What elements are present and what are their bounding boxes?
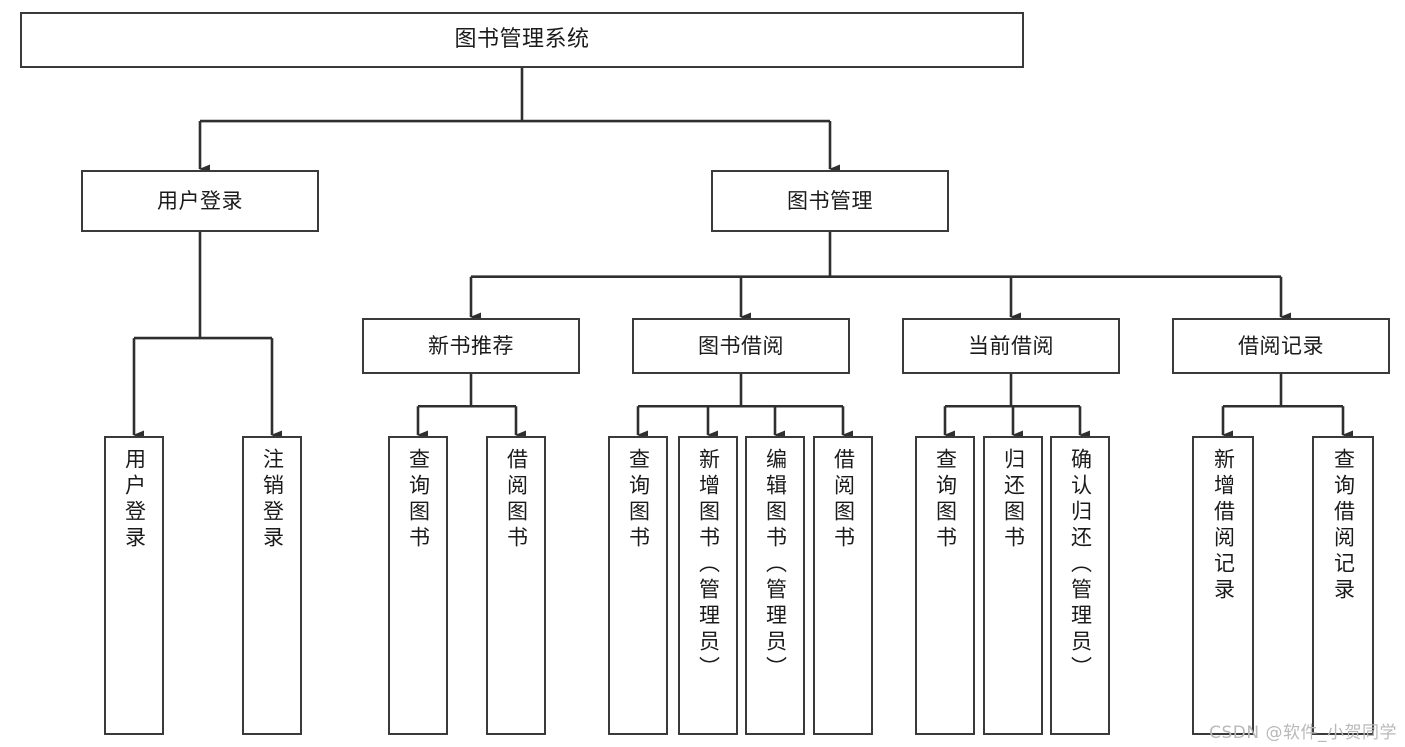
node-user-login-label: 用户登录 <box>157 188 243 213</box>
node-leaf-borrow-book-b-label: 借阅图书 <box>831 448 856 552</box>
node-book-borrowing-label: 图书借阅 <box>698 333 784 358</box>
node-borrowing-record-label: 借阅记录 <box>1238 333 1324 358</box>
watermark: CSDN @软件_小贺同学 <box>1209 723 1397 743</box>
node-current-borrowing-label: 当前借阅 <box>968 333 1054 358</box>
node-leaf-query-book-a-label: 查询图书 <box>406 448 431 552</box>
node-leaf-add-borrow-record-label: 新增借阅记录 <box>1211 448 1236 604</box>
node-current-borrowing[interactable]: 当前借阅 <box>902 318 1120 374</box>
node-book-borrowing[interactable]: 图书借阅 <box>632 318 850 374</box>
node-leaf-query-book-b-label: 查询图书 <box>626 448 651 552</box>
node-leaf-borrow-book-b[interactable]: 借阅图书 <box>813 436 873 735</box>
node-root-label: 图书管理系统 <box>454 26 590 52</box>
node-leaf-borrow-book-a[interactable]: 借阅图书 <box>486 436 546 735</box>
node-new-book-recommendation[interactable]: 新书推荐 <box>362 318 580 374</box>
node-leaf-query-book-b[interactable]: 查询图书 <box>608 436 668 735</box>
node-leaf-user-login[interactable]: 用户登录 <box>104 436 164 735</box>
node-leaf-add-book-admin-label: 新增图书（管理员） <box>696 448 721 682</box>
node-leaf-borrow-book-a-label: 借阅图书 <box>504 448 529 552</box>
node-book-management[interactable]: 图书管理 <box>711 170 949 232</box>
node-leaf-return-book-label: 归还图书 <box>1001 448 1026 552</box>
node-leaf-query-borrow-record[interactable]: 查询借阅记录 <box>1312 436 1374 735</box>
node-leaf-query-book-c-label: 查询图书 <box>933 448 958 552</box>
node-user-login[interactable]: 用户登录 <box>81 170 319 232</box>
node-leaf-confirm-return-admin[interactable]: 确认归还（管理员） <box>1050 436 1110 735</box>
node-leaf-user-login-label: 用户登录 <box>122 448 147 552</box>
node-leaf-add-book-admin[interactable]: 新增图书（管理员） <box>678 436 738 735</box>
node-leaf-edit-book-admin-label: 编辑图书（管理员） <box>763 448 788 682</box>
node-leaf-query-book-a[interactable]: 查询图书 <box>388 436 448 735</box>
node-leaf-query-book-c[interactable]: 查询图书 <box>915 436 975 735</box>
node-leaf-confirm-return-admin-label: 确认归还（管理员） <box>1068 448 1093 682</box>
node-leaf-return-book[interactable]: 归还图书 <box>983 436 1043 735</box>
node-root[interactable]: 图书管理系统 <box>20 12 1024 68</box>
node-leaf-edit-book-admin[interactable]: 编辑图书（管理员） <box>745 436 805 735</box>
node-new-book-recommendation-label: 新书推荐 <box>428 333 514 358</box>
node-leaf-add-borrow-record[interactable]: 新增借阅记录 <box>1192 436 1254 735</box>
node-leaf-query-borrow-record-label: 查询借阅记录 <box>1331 448 1356 604</box>
node-book-management-label: 图书管理 <box>787 188 873 213</box>
node-leaf-logout-label: 注销登录 <box>260 448 285 552</box>
node-borrowing-record[interactable]: 借阅记录 <box>1172 318 1390 374</box>
node-leaf-logout[interactable]: 注销登录 <box>242 436 302 735</box>
